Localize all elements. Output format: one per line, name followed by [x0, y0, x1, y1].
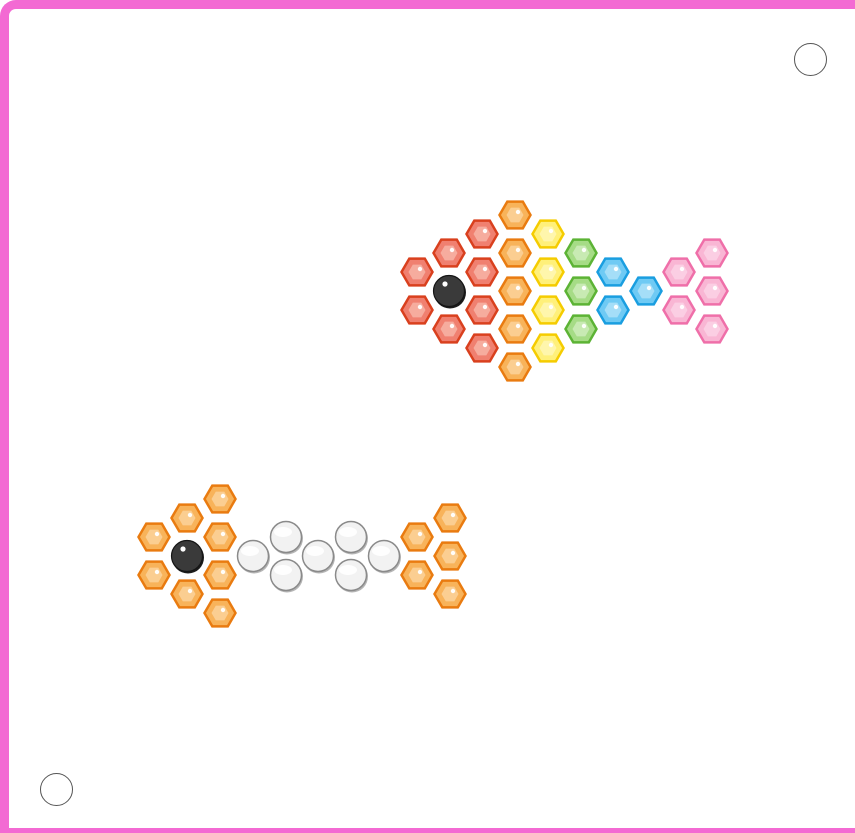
orange-hex-bead [205, 486, 236, 513]
orange-hex-bead [172, 581, 203, 608]
red-hex-bead [467, 259, 498, 286]
orange-hex-bead [402, 562, 433, 589]
rainbow-fish-pattern [402, 202, 728, 381]
orange-hex-bead [205, 524, 236, 551]
orange-hex-bead [500, 354, 531, 381]
yellow-hex-bead [533, 259, 564, 286]
black-round-bead [434, 276, 467, 309]
yellow-hex-bead [533, 335, 564, 362]
red-hex-bead [467, 297, 498, 324]
orange-hex-bead [435, 581, 466, 608]
blue-hex-bead [598, 297, 629, 324]
pink-hex-bead [697, 316, 728, 343]
red-hex-bead [434, 240, 465, 267]
white-round-bead [336, 522, 369, 555]
pink-hex-bead [664, 297, 695, 324]
blue-hex-bead [631, 278, 662, 305]
orange-hex-bead [205, 562, 236, 589]
green-hex-bead [566, 240, 597, 267]
green-hex-bead [566, 316, 597, 343]
blue-hex-bead [598, 259, 629, 286]
red-hex-bead [467, 335, 498, 362]
yellow-hex-bead [533, 221, 564, 248]
pink-hex-bead [697, 278, 728, 305]
orange-hex-bead [205, 600, 236, 627]
orange-hex-bead [500, 202, 531, 229]
orange-hex-bead [500, 278, 531, 305]
white-round-bead [238, 541, 271, 574]
orange-hex-bead [139, 562, 170, 589]
orange-hex-bead [402, 524, 433, 551]
pink-hex-bead [697, 240, 728, 267]
yellow-hex-bead [533, 297, 564, 324]
white-round-bead [336, 560, 369, 593]
orange-hex-bead [172, 505, 203, 532]
white-round-bead [303, 541, 336, 574]
white-round-bead [271, 560, 304, 593]
orange-hex-bead [435, 505, 466, 532]
orange-hex-bead [139, 524, 170, 551]
orange-hex-bead [500, 316, 531, 343]
white-round-bead [271, 522, 304, 555]
red-hex-bead [434, 316, 465, 343]
white-round-bead [369, 541, 402, 574]
pink-hex-bead [664, 259, 695, 286]
orange-hex-bead [500, 240, 531, 267]
red-hex-bead [402, 259, 433, 286]
black-round-bead [172, 541, 205, 574]
bone-fish-pattern [139, 486, 466, 627]
green-hex-bead [566, 278, 597, 305]
red-hex-bead [402, 297, 433, 324]
red-hex-bead [467, 221, 498, 248]
orange-hex-bead [435, 543, 466, 570]
